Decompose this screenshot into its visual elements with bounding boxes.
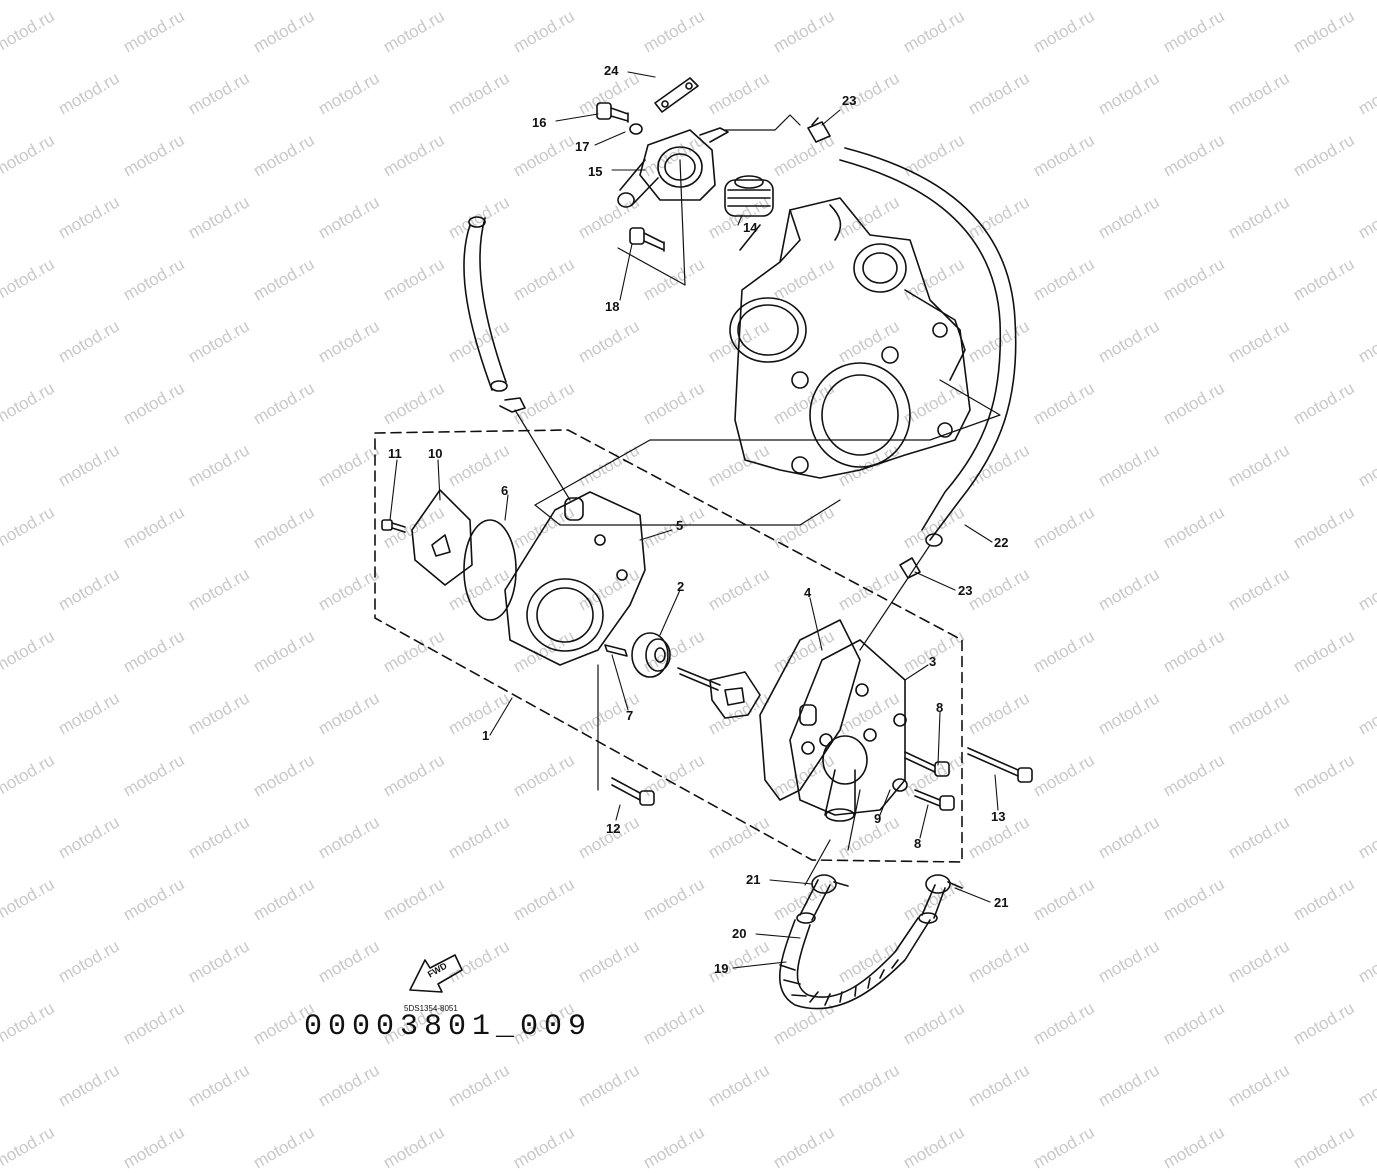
- watermark-text: motod.ru: [445, 1060, 513, 1111]
- callout-23-lower: 23: [958, 583, 973, 598]
- callout-4: 4: [804, 585, 812, 600]
- bolt-18: [629, 227, 665, 252]
- callout-1: 1: [482, 728, 490, 743]
- watermark-text: motod.ru: [250, 1122, 318, 1173]
- watermark-text: motod.ru: [640, 1122, 708, 1173]
- callout-20: 20: [732, 926, 747, 941]
- watermark-text: motod.ru: [510, 1122, 578, 1173]
- leader-lines: [389, 71, 999, 969]
- impeller-shaft: [677, 667, 761, 719]
- watermark-text: motod.ru: [1030, 1122, 1098, 1173]
- watermark-text: motod.ru: [770, 1122, 838, 1173]
- clamp-23-lower: [899, 557, 921, 579]
- watermark-text: motod.ru: [965, 1060, 1033, 1111]
- watermark-text: motod.ru: [705, 1060, 773, 1111]
- washer-9: [892, 778, 908, 792]
- clamp-21-left: [811, 874, 849, 894]
- hose-20: [796, 879, 946, 924]
- watermark-text: motod.ru: [0, 1122, 58, 1173]
- thermostat-cover: [617, 127, 729, 208]
- callout-17: 17: [575, 139, 590, 154]
- watermark-text: motod.ru: [185, 1060, 253, 1111]
- watermark-text: motod.ru: [55, 1060, 123, 1111]
- gasket-4: [759, 619, 861, 801]
- assembly-dashed-outline: [374, 429, 963, 863]
- callout-9: 9: [874, 811, 882, 826]
- fwd-arrow: [409, 954, 463, 993]
- callout-21-right: 21: [994, 895, 1009, 910]
- watermark-text: motod.ru: [120, 1122, 188, 1173]
- watermark-text: motod.ru: [900, 1122, 968, 1173]
- watermark-text: motod.ru: [315, 1060, 383, 1111]
- bolt-12: [611, 777, 655, 806]
- callout-24: 24: [604, 63, 619, 78]
- callout-8-lower: 8: [914, 836, 922, 851]
- washer-17: [629, 123, 643, 135]
- callout-14: 14: [743, 220, 758, 235]
- callout-3: 3: [929, 654, 937, 669]
- watermark-text: motod.ru: [1160, 1122, 1228, 1173]
- callout-2: 2: [677, 579, 685, 594]
- pump-housing: [504, 491, 646, 666]
- parts-diagram: motod.ru motod.ru motod.ru motod.ru motod.ru…: [0, 6, 1377, 1172]
- hose-clip: [499, 397, 526, 413]
- callout-5: 5: [676, 518, 684, 533]
- plate-10: [411, 489, 473, 586]
- bottom-code: 00003801_009: [304, 1010, 593, 1044]
- callout-10: 10: [428, 446, 443, 461]
- callout-13: 13: [991, 809, 1006, 824]
- callout-8-upper: 8: [936, 700, 944, 715]
- hose-22: [839, 147, 1017, 547]
- callout-19: 19: [714, 961, 729, 976]
- callout-21-left: 21: [746, 872, 761, 887]
- watermark-text: motod.ru: [1095, 1060, 1163, 1111]
- assembly-lines: [514, 114, 1001, 886]
- hose-19: [778, 917, 931, 1010]
- bolt-8-lower: [914, 789, 955, 811]
- watermark-text: motod.ru: [835, 1060, 903, 1111]
- dowel-pin-7: [604, 644, 628, 657]
- diagram-code: 5DS1354-8051: [404, 1004, 458, 1013]
- engine-housing: [729, 197, 971, 479]
- bolt-13: [967, 747, 1033, 783]
- callout-22: 22: [994, 535, 1009, 550]
- bolt-16: [596, 102, 629, 123]
- o-ring-6: [463, 519, 517, 621]
- watermark-text: motod.ru: [380, 1122, 448, 1173]
- bearing-2: [631, 632, 671, 678]
- plate-24: [654, 77, 699, 113]
- callout-23-upper: 23: [842, 93, 857, 108]
- diagram-drawing: [374, 71, 1033, 1010]
- clamp-23-upper: [807, 117, 831, 143]
- watermark-text: motod.ru: [1225, 1060, 1293, 1111]
- clamp-21-right: [925, 874, 963, 894]
- watermark-text: motod.ru: [575, 1060, 643, 1111]
- callout-16: 16: [532, 115, 547, 130]
- callout-18: 18: [605, 299, 620, 314]
- hose-upper-left: [463, 216, 508, 392]
- watermark-text: motod.ru: [1290, 1122, 1358, 1173]
- callout-15: 15: [588, 164, 603, 179]
- screw-11: [381, 519, 406, 533]
- callout-11: 11: [388, 446, 402, 461]
- bolt-8-upper: [904, 751, 950, 777]
- callout-7: 7: [626, 708, 634, 723]
- thermostat: [724, 175, 774, 251]
- watermark-text: motod.ru: [1355, 1060, 1377, 1111]
- callout-12: 12: [606, 821, 621, 836]
- callout-6: 6: [501, 483, 509, 498]
